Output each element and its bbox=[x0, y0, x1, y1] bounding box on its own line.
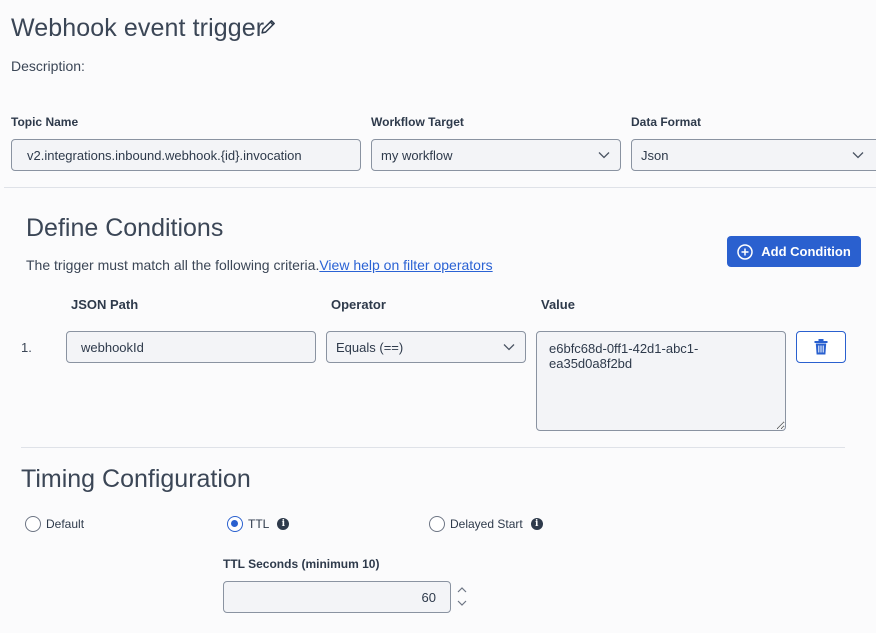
data-format-value: Json bbox=[641, 147, 669, 163]
radio-button[interactable] bbox=[25, 516, 41, 532]
condition-value-textarea[interactable]: e6bfc68d-0ff1-42d1-abc1-ea35d0a8f2bd bbox=[536, 331, 786, 431]
data-format-label: Data Format bbox=[631, 115, 702, 129]
chevron-down-icon bbox=[598, 152, 610, 159]
topic-name-input[interactable]: v2.integrations.inbound.webhook.{id}.inv… bbox=[11, 139, 361, 171]
timing-option-label: TTL bbox=[248, 517, 270, 531]
workflow-target-select[interactable]: my workflow bbox=[371, 139, 621, 171]
timing-option-label: Default bbox=[46, 517, 85, 531]
condition-row-index: 1. bbox=[21, 340, 32, 355]
timing-option-label: Delayed Start bbox=[450, 517, 523, 531]
value-column-header: Value bbox=[541, 297, 575, 312]
operator-value: Equals (==) bbox=[336, 339, 404, 355]
radio-button-selected[interactable] bbox=[227, 516, 243, 532]
conditions-title: Define Conditions bbox=[26, 214, 224, 242]
operator-select[interactable]: Equals (==) bbox=[326, 331, 526, 363]
json-path-column-header: JSON Path bbox=[71, 297, 139, 312]
ttl-seconds-value: 60 bbox=[421, 589, 436, 605]
operator-column-header: Operator bbox=[331, 297, 386, 312]
ttl-seconds-input[interactable]: 60 bbox=[223, 581, 451, 613]
section-divider bbox=[4, 187, 876, 188]
timing-option-delayed-start[interactable]: Delayed Start i bbox=[429, 516, 543, 532]
chevron-down-icon bbox=[852, 152, 864, 159]
info-icon[interactable]: i bbox=[530, 518, 543, 530]
info-icon[interactable]: i bbox=[277, 518, 290, 530]
radio-button[interactable] bbox=[429, 516, 445, 532]
workflow-target-value: my workflow bbox=[381, 147, 453, 163]
data-format-select[interactable]: Json bbox=[631, 139, 876, 171]
add-condition-label: Add Condition bbox=[761, 244, 851, 259]
criteria-description: The trigger must match all the following… bbox=[26, 257, 320, 273]
trash-icon bbox=[814, 339, 828, 355]
chevron-up-icon bbox=[457, 587, 467, 593]
ttl-seconds-label: TTL Seconds (minimum 10) bbox=[223, 557, 380, 571]
delete-condition-button[interactable] bbox=[796, 331, 846, 363]
criteria-text: The trigger must match all the following… bbox=[26, 257, 493, 273]
json-path-value: webhookId bbox=[81, 339, 144, 355]
description-label: Description: bbox=[11, 58, 85, 74]
plus-circle-icon bbox=[737, 243, 753, 260]
add-condition-button[interactable]: Add Condition bbox=[727, 236, 861, 267]
chevron-down-icon bbox=[503, 344, 515, 351]
filter-operators-help-link[interactable]: View help on filter operators bbox=[319, 257, 493, 273]
timing-option-default[interactable]: Default bbox=[25, 516, 84, 532]
section-divider bbox=[21, 447, 845, 448]
timing-title: Timing Configuration bbox=[21, 465, 251, 493]
chevron-down-icon bbox=[457, 600, 467, 606]
topic-name-value: v2.integrations.inbound.webhook.{id}.inv… bbox=[27, 147, 302, 163]
topic-name-label: Topic Name bbox=[11, 115, 79, 129]
page-title: Webhook event trigger bbox=[11, 14, 265, 42]
ttl-stepper[interactable] bbox=[456, 585, 468, 609]
workflow-target-label: Workflow Target bbox=[371, 115, 464, 129]
json-path-input[interactable]: webhookId bbox=[66, 331, 316, 363]
timing-option-ttl[interactable]: TTL i bbox=[227, 516, 290, 532]
pencil-icon[interactable] bbox=[260, 19, 276, 35]
